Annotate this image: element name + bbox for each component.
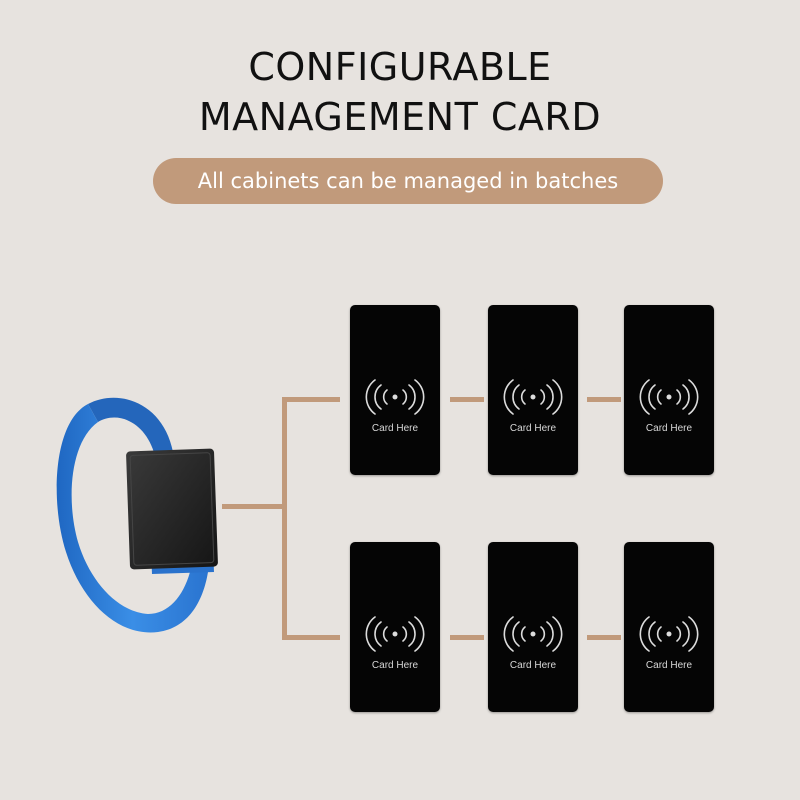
panel-label: Card Here: [645, 423, 693, 434]
cabinet-lock-panel: Card Here: [350, 305, 440, 475]
subtitle-badge: All cabinets can be managed in batches: [153, 158, 663, 204]
nfc-contactless-icon: [365, 379, 425, 415]
page-title-line2: MANAGEMENT CARD: [198, 95, 602, 139]
panel-label: Card Here: [371, 660, 419, 671]
rfid-wristband: [48, 382, 228, 646]
cabinet-lock-panel: Card Here: [350, 542, 440, 712]
panel-label: Card Here: [509, 660, 557, 671]
connector-bottom-1-2: [450, 635, 484, 640]
cabinet-lock-panel: Card Here: [488, 542, 578, 712]
cabinet-lock-panel: Card Here: [488, 305, 578, 475]
connector-bottom-2-3: [587, 635, 621, 640]
connector-trunk-vertical: [282, 397, 287, 640]
nfc-contactless-icon: [503, 379, 563, 415]
nfc-contactless-icon: [639, 379, 699, 415]
panel-label: Card Here: [645, 660, 693, 671]
nfc-contactless-icon: [639, 616, 699, 652]
cabinet-lock-panel: Card Here: [624, 542, 714, 712]
connector-trunk-top: [282, 397, 340, 402]
connector-top-2-3: [587, 397, 621, 402]
nfc-contactless-icon: [365, 616, 425, 652]
connector-band-to-trunk: [222, 504, 286, 509]
rfid-wristband-image: [56, 397, 218, 633]
cabinet-lock-panel: Card Here: [624, 305, 714, 475]
page-title-line1: CONFIGURABLE: [248, 45, 552, 89]
nfc-contactless-icon: [503, 616, 563, 652]
connector-trunk-bottom: [282, 635, 340, 640]
connector-top-1-2: [450, 397, 484, 402]
panel-label: Card Here: [371, 423, 419, 434]
panel-label: Card Here: [509, 423, 557, 434]
